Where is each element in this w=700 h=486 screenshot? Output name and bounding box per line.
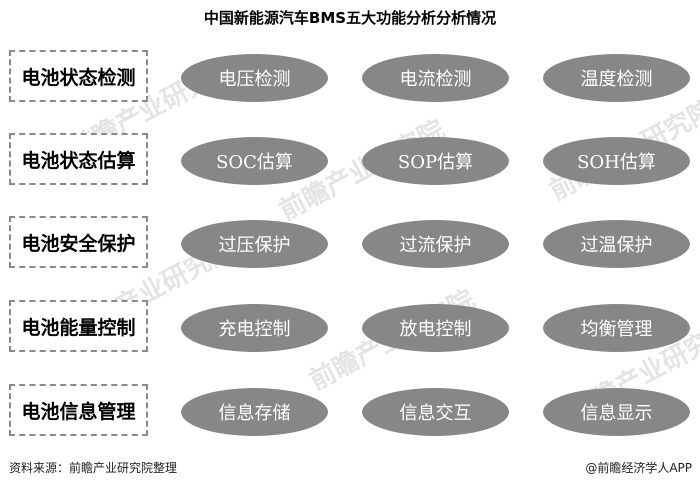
- function-soh-estimation: SOH估算: [543, 137, 690, 185]
- function-voltage-detection: 电压检测: [181, 54, 328, 102]
- function-overcurrent-protection: 过流保护: [362, 220, 509, 268]
- row-label-state-estimation: 电池状态估算: [9, 133, 148, 185]
- function-temperature-detection: 温度检测: [543, 54, 690, 102]
- function-current-detection: 电流检测: [362, 54, 509, 102]
- function-overtemperature-protection: 过温保护: [543, 220, 690, 268]
- row-label-information-management: 电池信息管理: [9, 384, 148, 436]
- credit-note: @前瞻经济学人APP: [585, 461, 692, 475]
- function-overvoltage-protection: 过压保护: [181, 220, 328, 268]
- function-soc-estimation: SOC估算: [181, 137, 328, 185]
- function-charge-control: 充电控制: [181, 304, 328, 352]
- function-information-interaction: 信息交互: [362, 388, 509, 436]
- function-balancing-management: 均衡管理: [543, 304, 690, 352]
- page-title: 中国新能源汽车BMS五大功能分析分析情况: [203, 9, 497, 27]
- function-discharge-control: 放电控制: [362, 304, 509, 352]
- function-sop-estimation: SOP估算: [362, 137, 509, 185]
- row-label-safety-protection: 电池安全保护: [9, 216, 148, 268]
- function-information-storage: 信息存储: [181, 388, 328, 436]
- row-label-state-detection: 电池状态检测: [9, 50, 148, 102]
- source-note: 资料来源：前瞻产业研究院整理: [9, 461, 178, 475]
- row-label-energy-control: 电池能量控制: [9, 300, 148, 352]
- function-information-display: 信息显示: [543, 388, 690, 436]
